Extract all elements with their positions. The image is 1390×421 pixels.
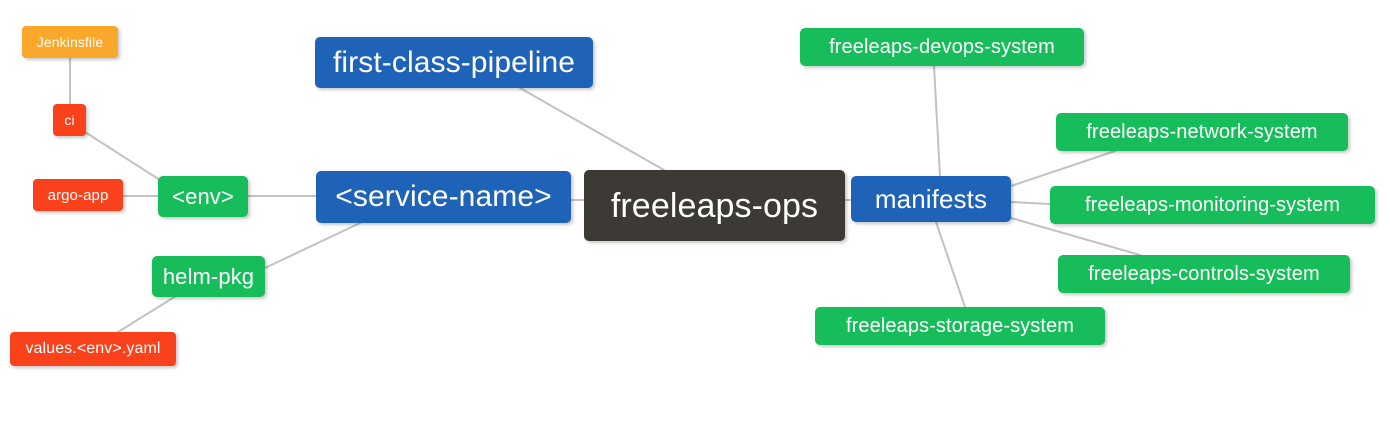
node-helm-pkg[interactable]: helm-pkg	[152, 256, 265, 297]
node-label-controls-system: freeleaps-controls-system	[1088, 263, 1320, 285]
node-label-network-system: freeleaps-network-system	[1086, 121, 1318, 143]
node-values-yaml[interactable]: values.<env>.yaml	[10, 332, 176, 366]
edge-helm-pkg-to-values-yaml	[117, 295, 177, 333]
node-network-system[interactable]: freeleaps-network-system	[1056, 113, 1348, 151]
node-label-helm-pkg: helm-pkg	[162, 263, 255, 289]
node-label-ci: ci	[64, 112, 75, 128]
node-label-manifests: manifests	[874, 184, 988, 214]
edge-manifests-to-devops-system	[933, 65, 941, 177]
edge-ci-to-env	[84, 131, 161, 181]
node-argo-app[interactable]: argo-app	[33, 179, 123, 211]
node-label-monitoring-system: freeleaps-monitoring-system	[1084, 194, 1340, 216]
node-first-class-pipeline[interactable]: first-class-pipeline	[315, 37, 593, 88]
node-label-storage-system: freeleaps-storage-system	[845, 315, 1075, 337]
node-devops-system[interactable]: freeleaps-devops-system	[800, 28, 1084, 66]
node-manifests[interactable]: manifests	[851, 176, 1011, 222]
node-label-first-class-pipeline: first-class-pipeline	[332, 45, 576, 79]
node-label-service-name: <service-name>	[335, 180, 552, 213]
node-service-name[interactable]: <service-name>	[316, 171, 571, 223]
edge-first-class-pipeline-to-freeleaps-ops	[519, 87, 665, 171]
node-env[interactable]: <env>	[158, 176, 248, 217]
node-label-devops-system: freeleaps-devops-system	[829, 36, 1055, 58]
node-monitoring-system[interactable]: freeleaps-monitoring-system	[1050, 186, 1375, 224]
node-label-values-yaml: values.<env>.yaml	[25, 340, 161, 357]
node-label-jenkinsfile: Jenkinsfile	[36, 34, 104, 50]
node-freeleaps-ops[interactable]: freeleaps-ops	[584, 170, 845, 241]
node-controls-system[interactable]: freeleaps-controls-system	[1058, 255, 1350, 293]
node-label-freeleaps-ops: freeleaps-ops	[610, 186, 819, 225]
node-jenkinsfile[interactable]: Jenkinsfile	[22, 26, 118, 58]
node-label-argo-app: argo-app	[47, 186, 109, 204]
edge-manifests-to-monitoring-system	[1010, 201, 1051, 205]
node-storage-system[interactable]: freeleaps-storage-system	[815, 307, 1105, 345]
edge-service-name-to-helm-pkg	[264, 222, 361, 269]
edge-manifests-to-storage-system	[935, 221, 966, 308]
edge-manifests-to-network-system	[1010, 150, 1116, 187]
node-ci[interactable]: ci	[53, 104, 86, 136]
node-label-env: <env>	[172, 183, 234, 209]
